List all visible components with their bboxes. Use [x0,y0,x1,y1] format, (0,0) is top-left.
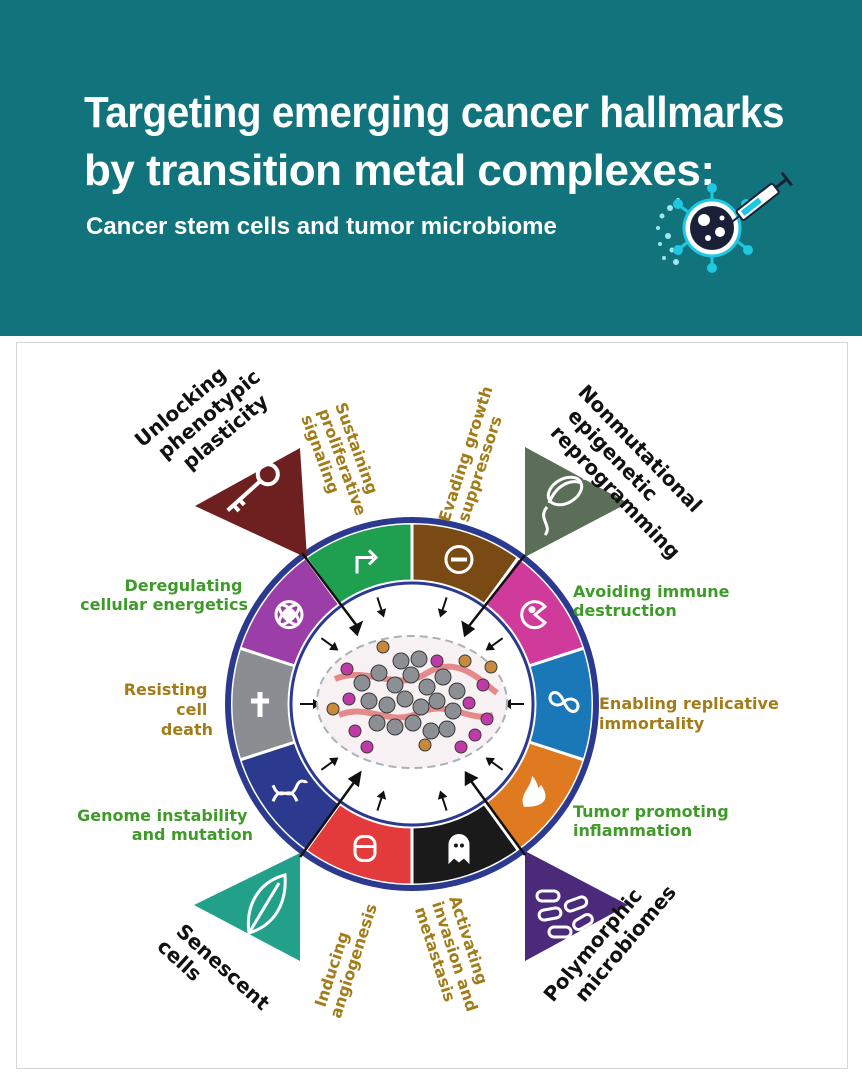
subtitle: Cancer stem cells and tumor microbiome [86,213,557,240]
tumor-cell [418,738,432,752]
chromatin-icon [542,469,611,536]
inner-arrowhead-10 [376,608,387,618]
emerging-wedge-plasticity [195,448,307,558]
svg-text:Resisting cell: Resisting cell death [124,680,213,739]
inner-arrowhead-6 [376,790,387,800]
cross-icon [251,692,269,717]
inner-arrowhead-4 [485,757,496,767]
inner-arrowhead-1 [437,608,448,618]
svg-text:Sustaining prolifera: Sustaining proliferative signaling [297,400,389,530]
inner-arrowhead-9 [328,641,339,651]
inner-arrows [300,597,524,811]
svg-text:Inducing angiogenesi: Inducing angiogenesis [309,896,381,1021]
svg-text:Tumor promoting infl: Tumor promoting inflammation [573,802,734,840]
tumor-cell [376,640,390,654]
pacman-cell-icon [520,600,548,630]
tumor-cell [386,718,404,736]
tumor-cell [434,668,452,686]
tumor-cell [412,698,430,716]
tumor-cell [468,728,482,742]
figure-frame: Unlocking phenotypic plasticity Nonmutat… [16,342,848,1069]
tumor-cell [428,692,446,710]
tumor-cell [430,654,444,668]
tumor-cell [353,674,371,692]
inner-arrowhead-7 [328,757,339,767]
vessel-icon [353,835,377,863]
title-line-1: Targeting emerging cancer hallmarks [84,88,784,137]
tumor-cell [484,660,498,674]
atom-icon [274,600,304,630]
tumor-cell [444,702,462,720]
svg-text:Enabling replicative: Enabling replicative immortality [599,694,784,733]
wedge-arrows [298,552,527,858]
tumor-cell [340,662,354,676]
ring-outer-border [225,517,599,891]
no-entry-icon [444,544,474,574]
inner-arrowhead-2 [485,641,496,651]
tumor-cell [438,720,456,738]
svg-text:Deregulating cellula: Deregulating cellular energetics [80,576,248,614]
tumor-cell [454,740,468,754]
tumor-cell [378,696,396,714]
ring-segment-9 [229,646,297,762]
tumor-cell [418,678,436,696]
emerging-wedge-senescent [194,853,300,961]
header-banner: Targeting emerging cancer hallmarks by t… [0,0,862,336]
tumor-cell [404,714,422,732]
infinity-icon [548,691,580,713]
virus-syringe-logo-icon [656,171,793,273]
inner-arrowhead-5 [437,790,448,800]
ghost-cell-icon [448,834,470,865]
flame-icon [522,775,546,807]
tumor-microenvironment-icon [316,635,508,769]
emerging-wedge-epigenetic [525,447,628,557]
tumor-cell [370,664,388,682]
dna-icon [271,779,309,802]
tumor-cell [348,724,362,738]
tumor-cell [368,714,386,732]
tumor-cell [448,682,466,700]
tumor-cell [326,702,340,716]
tumor-cell [360,692,378,710]
tumor-cell [402,666,420,684]
svg-text:Avoiding immune dest: Avoiding immune destruction [573,582,735,620]
tumor-cell [422,722,440,740]
tumor-cell [342,692,356,706]
tumor-cell [476,678,490,692]
tumor-cell [360,740,374,754]
emerging-wedge-microbiomes [525,851,628,961]
tumor-cell [480,712,494,726]
leaf-icon [246,873,287,935]
svg-text:Evading growth suppr: Evading growth suppressors [435,378,516,529]
tumor-cell [458,654,472,668]
tumor-cell [392,652,410,670]
bacteria-icon [535,889,594,939]
tumor-cell [396,690,414,708]
bent-arrow-icon [355,549,379,574]
key-icon [226,462,280,513]
hallmarks-diagram: Unlocking phenotypic plasticity Nonmutat… [77,362,784,1024]
svg-text:Activating invasion: Activating invasion and metastasis [411,893,500,1024]
title-line-2: by transition metal complexes: [84,146,715,195]
tumor-cell [410,650,428,668]
svg-text:Genome instability a: Genome instability and mutation [77,806,253,844]
tumor-cell [462,696,476,710]
tumor-cell [386,676,404,694]
